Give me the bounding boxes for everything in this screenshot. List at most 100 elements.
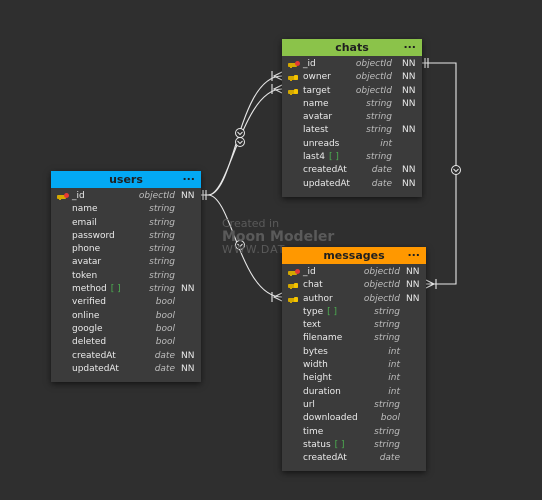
entity-menu-icon[interactable]: ...: [407, 246, 420, 259]
attribute-type: objectId: [138, 191, 175, 201]
attribute-type: string: [374, 426, 400, 437]
not-null-flag: NN: [402, 72, 416, 83]
rel-users-chats-owner: [207, 75, 283, 196]
attribute-name: type[ ]: [303, 306, 337, 317]
attribute-type: date: [379, 453, 400, 464]
attribute-row[interactable]: text string: [282, 319, 426, 332]
attribute-name: updatedAt: [303, 178, 350, 189]
not-null-flag: NN: [181, 284, 195, 295]
attribute-name: bytes: [303, 346, 328, 357]
rel-users-messages-author: [207, 194, 283, 298]
entity-title: messages: [323, 249, 385, 262]
not-null-flag: NN: [402, 85, 416, 96]
primary-key-icon: [288, 61, 300, 69]
attribute-type: objectId: [355, 59, 392, 69]
attribute-name: last4[ ]: [303, 152, 339, 163]
attribute-type: int: [380, 138, 392, 149]
attribute-name: text: [303, 320, 321, 331]
attribute-type: bool: [155, 337, 175, 348]
attribute-name: duration: [303, 386, 341, 397]
foreign-key-icon: [288, 282, 300, 290]
attribute-name: _id: [72, 191, 85, 201]
attribute-type: string: [149, 204, 175, 215]
entity-header[interactable]: messages ...: [282, 246, 426, 264]
attribute-name: url: [303, 399, 315, 410]
not-null-flag: NN: [402, 125, 416, 136]
attribute-type: string: [374, 306, 400, 317]
attribute-type: bool: [155, 310, 175, 321]
attribute-row[interactable]: type[ ] string: [282, 306, 426, 319]
attribute-name: author: [303, 293, 333, 304]
attribute-type: string: [374, 320, 400, 331]
attribute-name: createdAt: [303, 165, 347, 176]
attribute-type: string: [366, 152, 392, 163]
not-null-flag: NN: [402, 98, 416, 109]
attribute-type: int: [388, 346, 400, 357]
attribute-type: string: [149, 270, 175, 281]
not-null-flag: NN: [181, 363, 195, 374]
array-marker: [ ]: [327, 306, 337, 317]
foreign-key-icon: [288, 74, 300, 82]
entity-header[interactable]: chats ...: [282, 38, 422, 56]
entity-header[interactable]: users ...: [51, 170, 201, 188]
not-null-flag: NN: [181, 191, 195, 201]
attribute-row[interactable]: last4[ ] string: [282, 151, 422, 164]
attribute-type: objectId: [363, 280, 400, 291]
attribute-name: name: [303, 98, 329, 109]
attribute-type: string: [149, 244, 175, 255]
array-marker: [ ]: [328, 152, 339, 163]
entity-menu-icon[interactable]: ...: [182, 170, 195, 183]
attribute-name: downloaded: [303, 413, 358, 424]
not-null-flag: NN: [402, 165, 416, 176]
attribute-row[interactable]: status[ ]string: [282, 439, 426, 452]
attribute-type: int: [388, 360, 400, 371]
foreign-key-icon: [288, 88, 300, 96]
attribute-row[interactable]: bytes int: [282, 346, 426, 359]
attribute-name: chat: [303, 280, 323, 291]
attribute-type: objectId: [363, 267, 400, 277]
attribute-row[interactable]: url string: [282, 399, 426, 412]
attribute-type: date: [154, 350, 175, 361]
attribute-type: objectId: [355, 85, 392, 96]
attribute-type: string: [374, 399, 400, 410]
attribute-name: email: [72, 217, 97, 228]
attribute-row[interactable]: _id objectId NN: [51, 190, 201, 203]
entity-menu-icon[interactable]: ...: [403, 38, 416, 51]
